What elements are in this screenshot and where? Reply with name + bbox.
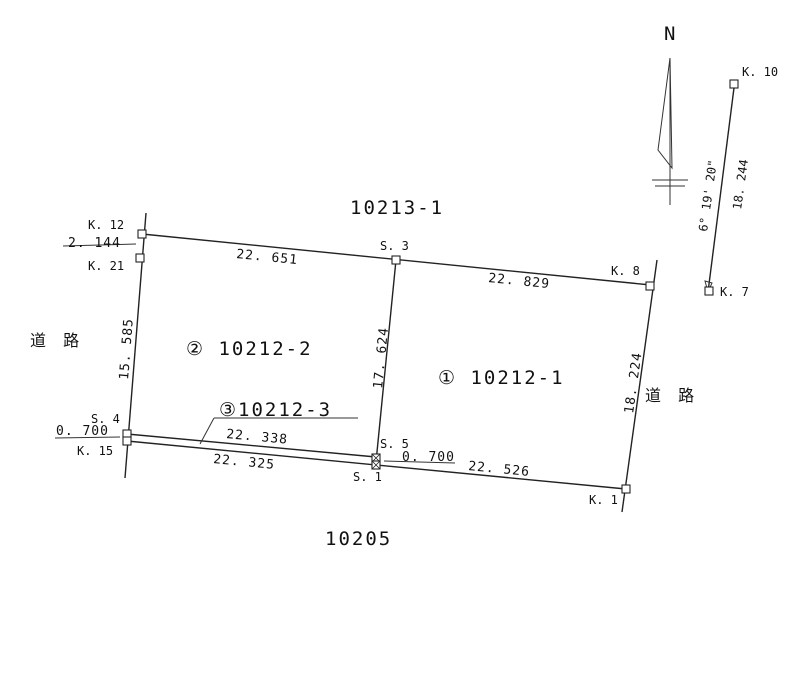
leader-top xyxy=(62,243,137,247)
label-s3: S. 3 xyxy=(380,239,409,253)
distance-k12-s3: 22. 651 xyxy=(236,247,299,268)
marker-k21 xyxy=(135,253,145,263)
boundary-s4-s5 xyxy=(126,433,377,458)
north-arrow: N xyxy=(652,23,688,205)
parcel-boundaries xyxy=(124,212,658,513)
reference-line: K. 10 K. 7 6° 19' 20" 18. 244 xyxy=(696,65,778,299)
marker-k12 xyxy=(137,229,147,239)
road-west-label: 道 路 xyxy=(30,331,85,350)
offset-top-label: 2. 144 xyxy=(68,236,121,251)
distance-k15-s1: 22. 325 xyxy=(213,452,276,473)
label-s1: S. 1 xyxy=(353,470,382,484)
distance-labels: 22. 651 22. 829 15. 585 17. 624 18. 224 … xyxy=(56,236,646,480)
point-markers xyxy=(122,229,655,494)
label-k15: K. 15 xyxy=(77,444,113,458)
distance-s1-k1: 22. 526 xyxy=(468,459,531,480)
distance-k21-s4: 15. 585 xyxy=(117,318,137,381)
marker-k7 xyxy=(704,286,714,296)
marker-k8 xyxy=(645,281,655,291)
point-labels: K. 12 K. 21 S. 3 K. 8 S. 4 K. 15 S. 5 S.… xyxy=(77,218,640,507)
leader-parcel-3-diag xyxy=(199,417,215,445)
label-k8: K. 8 xyxy=(611,264,640,278)
north-label: N xyxy=(664,23,677,45)
distance-s3-s5: 17. 624 xyxy=(371,326,392,389)
distance-s4-s5: 22. 338 xyxy=(226,427,289,448)
offset-right-label: 0. 700 xyxy=(402,450,455,465)
marker-s3 xyxy=(391,255,401,265)
marker-k10 xyxy=(729,79,739,89)
distance-k8-k1: 18. 224 xyxy=(622,351,645,414)
parcel-north-label: 10213-1 xyxy=(350,197,444,219)
boundary-east xyxy=(621,259,658,513)
marker-k1 xyxy=(621,484,631,494)
parcel-south-label: 10205 xyxy=(325,528,392,550)
distance-k10-k7: 18. 244 xyxy=(730,158,751,210)
line-k10-k7 xyxy=(707,79,736,293)
label-s4: S. 4 xyxy=(91,412,120,426)
label-k10: K. 10 xyxy=(742,65,778,79)
offset-leaders xyxy=(54,243,456,464)
road-east-label: 道 路 xyxy=(645,386,700,405)
label-k1: K. 1 xyxy=(589,493,618,507)
leader-left xyxy=(54,436,121,439)
label-s5: S. 5 xyxy=(380,437,409,451)
road-labels: 道 路 道 路 xyxy=(30,331,700,405)
north-arrow-head xyxy=(657,57,673,170)
label-k21: K. 21 xyxy=(88,259,124,273)
marker-s1-cross-b xyxy=(371,460,381,470)
label-k7: K. 7 xyxy=(720,285,749,299)
parcel-labels: 10213-1 10205 ② 10212-2 ① 10212-1 ③10212… xyxy=(186,197,565,550)
parcel-1-label: ① 10212-1 xyxy=(438,367,565,389)
parcel-3-label: ③10212-3 xyxy=(219,399,332,421)
parcel-2-label: ② 10212-2 xyxy=(186,338,313,360)
distance-s3-k8: 22. 829 xyxy=(488,271,551,292)
marker-k15 xyxy=(122,436,132,446)
offset-left-label: 0. 700 xyxy=(56,424,109,439)
label-k12: K. 12 xyxy=(88,218,124,232)
boundary-middle xyxy=(375,259,397,463)
leader-right xyxy=(383,460,456,464)
